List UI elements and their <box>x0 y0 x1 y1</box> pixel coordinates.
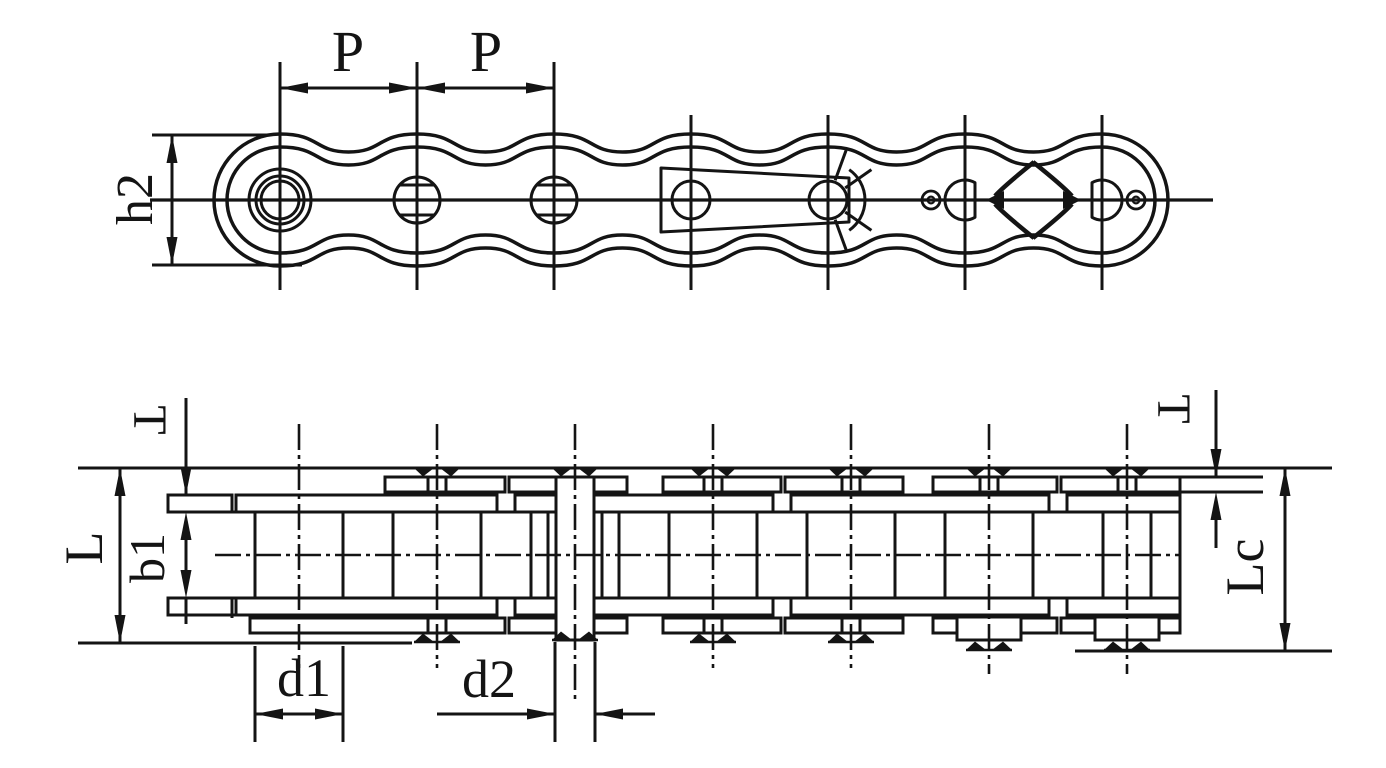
dim-label-pin-diameter: d2 <box>462 649 516 709</box>
top-view-side-elevation <box>150 62 1213 290</box>
center-lines <box>215 424 1180 700</box>
dim-label-pin-length: L <box>54 531 114 565</box>
dim-label-thickness-left: T <box>123 405 176 435</box>
dim-label-inner-width: b1 <box>119 533 175 583</box>
bottom-view-plan <box>166 466 1182 652</box>
dim-label-pitch-second: P <box>469 19 503 84</box>
dim-label-plate-height: h2 <box>107 173 164 225</box>
dimension-annotations <box>78 390 1332 742</box>
dim-label-roller-diameter: d1 <box>277 648 331 708</box>
dim-label-pin-length-cottered: Lc <box>1215 538 1275 596</box>
dim-label-pitch-first: P <box>331 19 365 84</box>
dim-label-thickness-right: T <box>1147 394 1200 424</box>
